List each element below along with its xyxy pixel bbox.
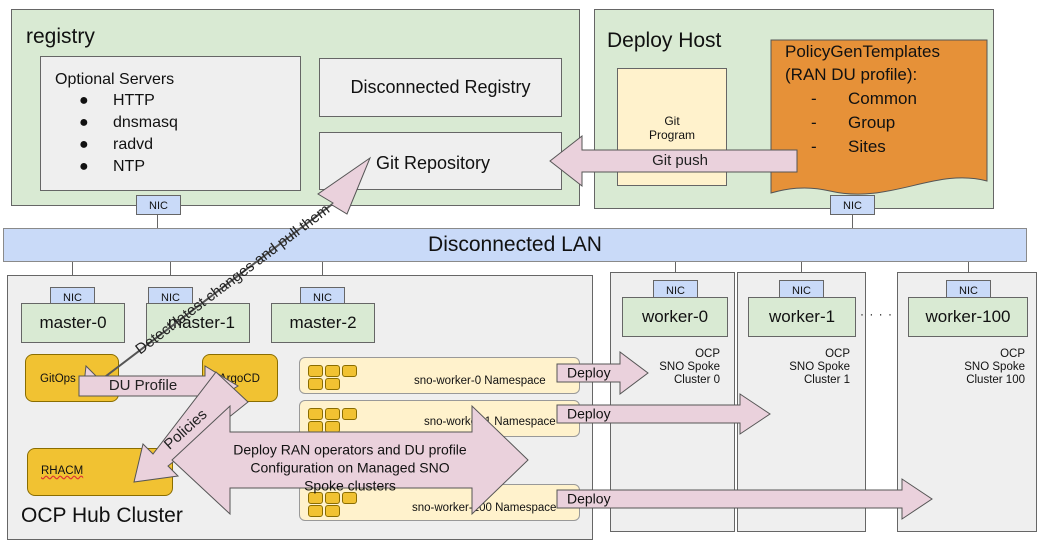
disconnected-registry-box: Disconnected Registry [319,58,562,117]
git-program-line2: Program [648,128,695,142]
worker-100-node: worker-100 [908,297,1028,337]
policy-gen-item: -Sites [811,137,886,156]
optional-servers-title: Optional Servers [55,71,175,88]
wire-worker1-lan [801,262,802,280]
policy-gen-doc-shape [770,39,988,195]
wire-registry-lan [157,215,158,228]
pod-icon [342,365,357,377]
pod-icon [325,408,340,420]
pod-icon [325,365,340,377]
wire-deploy-lan [852,215,853,228]
deploy-host-title: Deploy Host [607,29,722,52]
registry-title: registry [26,25,95,48]
deploy-ran-arrow [171,404,529,516]
worker-0-node: worker-0 [622,297,728,337]
optional-server-item: ●radvd [79,136,154,153]
policies-arrow [133,371,249,483]
master-2-node: master-2 [271,303,375,343]
hub-cluster-label: OCP Hub Cluster [21,504,183,527]
namespace-sno-worker-0: sno-worker-0 Namespace [299,357,580,394]
registry-nic: NIC [136,195,181,215]
registry-box: registry Optional Servers ●HTTP ●dnsmasq… [11,9,580,206]
policy-gen-subtitle: (RAN DU profile): [785,65,918,84]
pod-icon [308,378,323,390]
deploy-arrow-0 [556,351,649,395]
pod-icon [325,378,340,390]
policy-gen-title: PolicyGenTemplates [785,42,940,61]
git-repository-label: Git Repository [376,153,491,173]
master-0-node: master-0 [21,303,125,343]
deploy-host-box: Deploy Host Git Program PolicyGenTemplat… [594,9,994,209]
deploy-ran-line: Deploy RAN operators and DU profile [233,442,467,458]
pod-icon [308,365,323,377]
wire-worker100-lan [968,262,969,280]
wire-hub-lan-1 [72,262,73,287]
optional-server-item: ●dnsmasq [79,114,178,131]
optional-server-item: ●HTTP [79,92,155,109]
wire-hub-lan-2 [170,262,171,287]
optional-server-item: ●NTP [79,158,145,175]
worker-1-nic: NIC [779,280,824,300]
pod-icon [325,505,340,517]
git-push-label: Git push [652,152,708,169]
namespace-label: sno-worker-1 Namespace [424,416,556,428]
worker-1-node: worker-1 [748,297,856,337]
detect-arrow-label: Detect latest changes and pull them [132,201,333,358]
optional-servers-box: Optional Servers ●HTTP ●dnsmasq ●radvd ●… [40,56,301,191]
master0-nic: NIC [50,287,95,307]
deploy-arrow-100 [556,478,933,520]
git-program-line1: Git [664,114,680,128]
deploy-ran-line: Configuration on Managed SNO [250,460,449,476]
deploy-ran-line: Spoke clusters [304,478,396,494]
deploy-label-0: Deploy [567,365,611,381]
pod-icon [308,408,323,420]
deploy-label-100: Deploy [567,491,611,507]
wire-worker0-lan [675,262,676,280]
pod-icon [308,505,323,517]
pod-icon [325,492,340,504]
policy-gen-item: -Group [811,113,896,132]
wire-hub-lan-3 [322,262,323,287]
lan-label: Disconnected LAN [428,233,602,256]
workers-ellipsis: · · · · [860,307,893,321]
namespace-sno-worker-1: sno-worker-1 Namespace [299,400,580,437]
policy-gen-item: -Common [811,89,917,108]
disconnected-lan: Disconnected LAN [3,228,1027,262]
deploy-arrow-1 [556,393,771,435]
pod-icon [308,492,323,504]
pod-icon [342,492,357,504]
du-profile-label: DU Profile [109,377,177,394]
pod-icon [342,408,357,420]
deploy-label-1: Deploy [567,406,611,422]
namespace-label: sno-worker-0 Namespace [414,375,546,387]
git-push-arrow [549,134,798,188]
master-1-node: master-1 [146,303,250,343]
namespace-label: sno-worker-100 Namespace [412,502,557,514]
deploy-host-nic: NIC [830,195,875,215]
